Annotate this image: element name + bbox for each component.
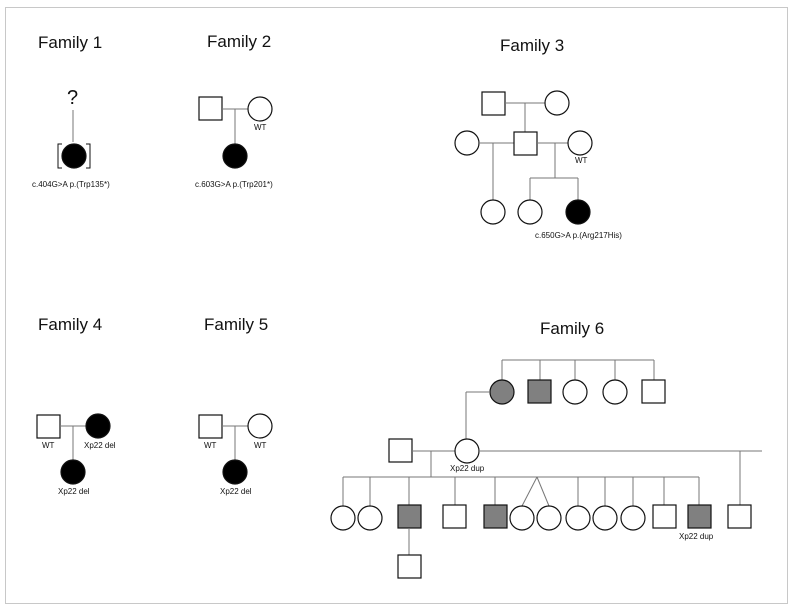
son-unaffected-male bbox=[652, 504, 677, 529]
half-son-unaffected-male bbox=[727, 504, 752, 529]
family-5-title: Family 5 bbox=[204, 315, 268, 334]
grandmother-carrier-female bbox=[489, 379, 515, 405]
wt-label: WT bbox=[575, 156, 588, 165]
great-aunt-unaffected-female bbox=[602, 379, 628, 405]
grandmother-unaffected-female bbox=[544, 90, 570, 116]
family-2-title: Family 2 bbox=[207, 32, 271, 51]
son-carrier-male bbox=[687, 504, 712, 529]
family-4: Family 4 WT Xp22 del Xp22 del bbox=[36, 315, 116, 496]
variant-label: c.603G>A p.(Trp201*) bbox=[195, 180, 273, 189]
father-unaffected-male bbox=[388, 438, 413, 463]
child-label: Xp22 del bbox=[58, 487, 90, 496]
figure-frame bbox=[5, 7, 788, 604]
daughter-unaffected-female bbox=[592, 505, 618, 531]
wt-father-label: WT bbox=[204, 441, 217, 450]
wt-label: WT bbox=[42, 441, 55, 450]
proband-affected-female bbox=[60, 459, 86, 485]
family-4-title: Family 4 bbox=[38, 315, 102, 334]
daughter-unaffected-female bbox=[357, 505, 383, 531]
father-unaffected-male bbox=[36, 414, 61, 439]
family-3-title: Family 3 bbox=[500, 36, 564, 55]
sister-unaffected-female bbox=[517, 199, 543, 225]
wt-mother-label: WT bbox=[254, 441, 267, 450]
father-unaffected-male bbox=[198, 96, 223, 121]
question-mark: ? bbox=[67, 87, 78, 109]
son-carrier-male bbox=[483, 504, 508, 529]
adopted-bracket-right bbox=[86, 143, 91, 169]
father-unaffected-male bbox=[513, 131, 538, 156]
mother-unaffected-female bbox=[247, 413, 273, 439]
adopted-bracket-left bbox=[57, 143, 62, 169]
variant-label: c.404G>A p.(Trp135*) bbox=[32, 180, 110, 189]
family-6-title: Family 6 bbox=[540, 319, 604, 338]
daughter-unaffected-female bbox=[565, 505, 591, 531]
great-uncle-unaffected-male bbox=[641, 379, 666, 404]
father-unaffected-male bbox=[198, 414, 223, 439]
first-wife-unaffected-female bbox=[454, 130, 480, 156]
family-1-title: Family 1 bbox=[38, 33, 102, 52]
mother-unaffected-female bbox=[247, 96, 273, 122]
grandfather-unaffected-male bbox=[481, 91, 506, 116]
family-6: Family 6 Xp22 dup bbox=[330, 319, 762, 579]
family-1: Family 1 ? c.404G>A p.(Trp135*) bbox=[32, 33, 110, 189]
daughter-unaffected-female bbox=[330, 505, 356, 531]
variant-label: c.650G>A p.(Arg217His) bbox=[535, 231, 622, 240]
son-carrier-male bbox=[397, 504, 422, 529]
family-3: Family 3 WT c.650G>A p.(Arg217His) bbox=[454, 36, 622, 240]
grandson-unaffected-male bbox=[397, 554, 422, 579]
twin-daughter-unaffected-female bbox=[509, 505, 535, 531]
child-label: Xp22 del bbox=[220, 487, 252, 496]
son-unaffected-male bbox=[442, 504, 467, 529]
great-uncle-carrier-male bbox=[527, 379, 552, 404]
great-aunt-unaffected-female bbox=[562, 379, 588, 405]
twin-line bbox=[536, 476, 550, 507]
daughter-unaffected-female bbox=[620, 505, 646, 531]
family-2: Family 2 WT c.603G>A p.(Trp201*) bbox=[195, 32, 273, 189]
twin-daughter-unaffected-female bbox=[536, 505, 562, 531]
mother-label: Xp22 del bbox=[84, 441, 116, 450]
mother-affected-female bbox=[85, 413, 111, 439]
mother-unaffected-female bbox=[454, 438, 480, 464]
mother-label: Xp22 dup bbox=[450, 464, 485, 473]
proband-affected-female bbox=[222, 143, 248, 169]
twin-line bbox=[521, 476, 538, 507]
proband-affected-female bbox=[222, 459, 248, 485]
son-label: Xp22 dup bbox=[679, 532, 714, 541]
mother-unaffected-female bbox=[567, 130, 593, 156]
proband-affected-female bbox=[565, 199, 591, 225]
family-5: Family 5 WT WT Xp22 del bbox=[198, 315, 273, 496]
wt-label: WT bbox=[254, 123, 267, 132]
half-sister-unaffected-female bbox=[480, 199, 506, 225]
proband-affected-female bbox=[61, 143, 87, 169]
